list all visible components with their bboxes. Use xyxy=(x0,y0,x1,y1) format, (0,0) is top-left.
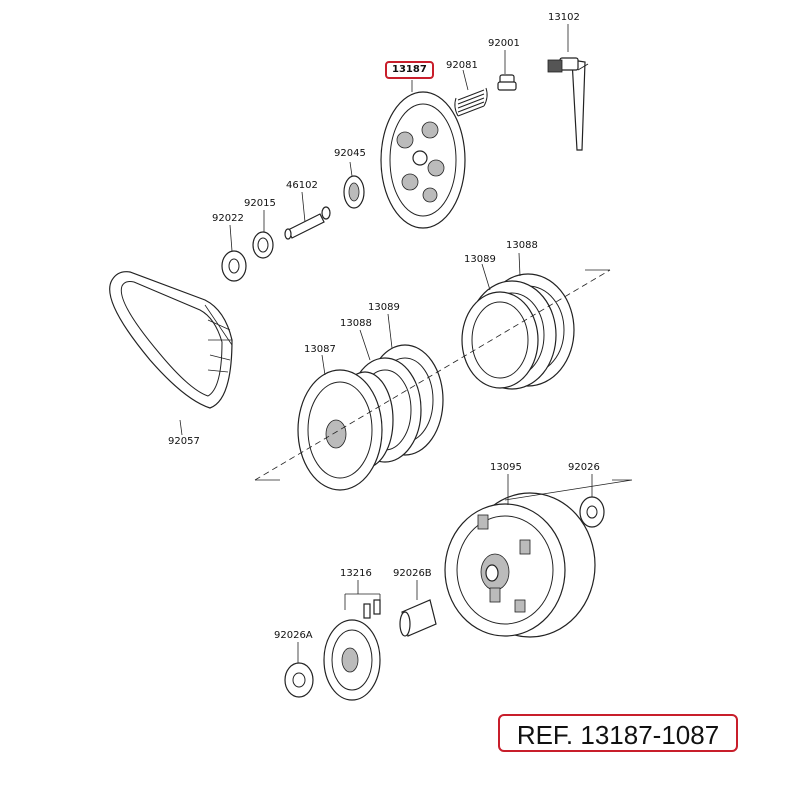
part-92022-washer xyxy=(221,250,247,282)
part-13187-pressure-plate xyxy=(380,91,466,229)
part-92026a-washer xyxy=(284,662,314,698)
label-92001: 92001 xyxy=(488,38,520,49)
label-92026: 92026 xyxy=(568,462,600,473)
part-13095-clutch-housing xyxy=(444,492,596,638)
label-92026b: 92026B xyxy=(393,568,432,579)
part-13087-clutch-hub xyxy=(297,369,394,491)
part-92045-bearing xyxy=(343,175,365,209)
part-92057-chain xyxy=(109,271,233,409)
label-13088-upper: 13088 xyxy=(506,240,538,251)
label-13088-lower: 13088 xyxy=(340,318,372,329)
part-plate-pack-upper xyxy=(461,273,575,390)
label-13089-upper: 13089 xyxy=(464,254,496,265)
part-92015-nut xyxy=(252,231,274,259)
leader-lines xyxy=(179,24,593,663)
label-92057: 92057 xyxy=(168,436,200,447)
label-13187-highlighted: 13187 xyxy=(385,61,434,79)
part-46102-push-rod xyxy=(284,206,331,240)
part-13102-release-shaft xyxy=(547,57,589,151)
label-13102: 13102 xyxy=(548,12,580,23)
part-92026b-bushing xyxy=(399,599,437,637)
part-92001-bolt xyxy=(497,74,517,91)
reference-number-box: REF. 13187-1087 xyxy=(498,714,738,752)
part-92081-spring xyxy=(454,87,488,117)
label-13089-lower: 13089 xyxy=(368,302,400,313)
label-13087: 13087 xyxy=(304,344,336,355)
label-92015: 92015 xyxy=(244,198,276,209)
label-92081: 92081 xyxy=(446,60,478,71)
part-92026-washer xyxy=(579,496,605,528)
label-92026a: 92026A xyxy=(274,630,313,641)
label-46102: 46102 xyxy=(286,180,318,191)
label-13095: 13095 xyxy=(490,462,522,473)
label-92022: 92022 xyxy=(212,213,244,224)
label-13216: 13216 xyxy=(340,568,372,579)
label-92045: 92045 xyxy=(334,148,366,159)
part-13216-gear xyxy=(323,599,381,701)
